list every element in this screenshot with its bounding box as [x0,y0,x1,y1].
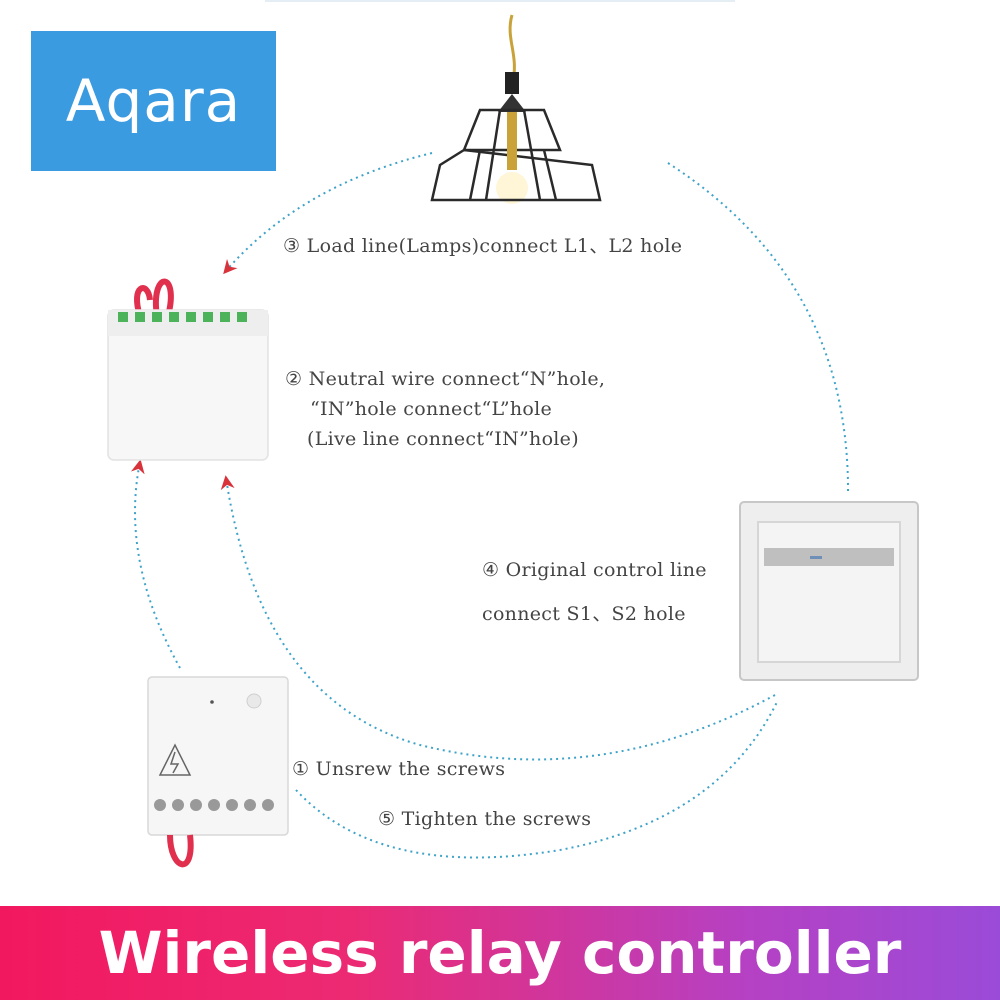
step-1-label: ① Unsrew the screws [292,758,506,780]
aqara-logo: Aqara [31,31,276,171]
step-5-label: ⑤ Tighten the screws [378,808,592,830]
step-2-line-3: (Live line connect“IN”hole) [307,428,579,450]
flow-line-old-relay-to-relay [130,459,181,669]
wall-switch-icon [739,501,919,681]
pendant-lamp-icon [430,14,602,204]
logo-text: Aqara [65,67,242,135]
flow-line-switch-to-relay [220,475,776,761]
old-relay-module-icon [147,676,289,868]
step-3-label: ③ Load line(Lamps)connect L1、L2 hole [283,235,683,257]
flow-line-screws-to-switch [295,699,779,859]
step-2-line-1: ② Neutral wire connect“N”hole, [285,368,606,390]
step-2-line-2: “IN”hole connect“L”hole [310,398,553,420]
flow-lines [130,152,850,859]
title-banner: Wireless relay controller [0,906,1000,1000]
flow-line-lamp-to-relay [223,152,433,275]
step-4-line-2: connect S1、S2 hole [482,603,686,625]
step-4-line-1: ④ Original control line [482,559,707,581]
flow-line-lamp-to-switch [667,162,850,496]
relay-module-icon [107,278,269,461]
banner-title: Wireless relay controller [98,919,902,987]
top-divider [265,0,735,2]
